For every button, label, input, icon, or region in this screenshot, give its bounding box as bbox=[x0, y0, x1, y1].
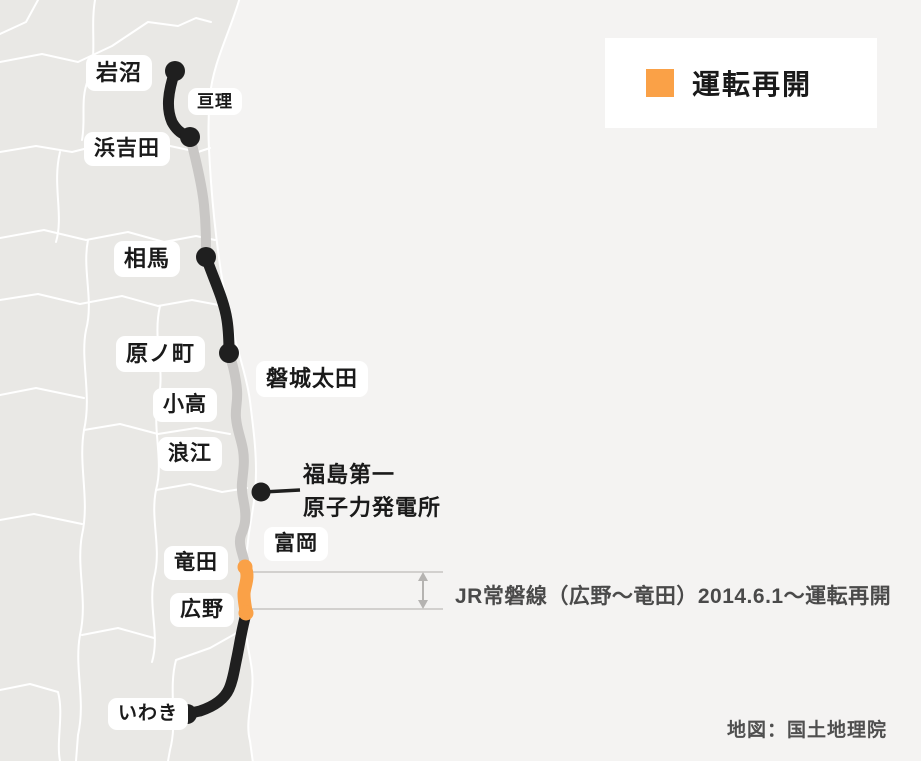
municipal-boundaries bbox=[0, 0, 248, 761]
plant-dot bbox=[251, 482, 271, 502]
station-dot-soma bbox=[196, 247, 216, 267]
measure-lines bbox=[250, 571, 443, 610]
station-label-iwanuma: 岩沼 bbox=[86, 55, 153, 91]
measure-arrow bbox=[418, 572, 428, 609]
station-label-tomioka: 富岡 bbox=[264, 527, 328, 562]
station-dot-hamayoshida bbox=[180, 127, 200, 147]
station-dot-haranomachi bbox=[219, 343, 239, 363]
station-label-namie: 浪江 bbox=[158, 437, 222, 472]
resumed-endpoint-hirono bbox=[238, 605, 254, 621]
rail-suspended-hamayoshida-soma bbox=[185, 132, 211, 262]
rail-resumed bbox=[237, 559, 254, 621]
resumed-section-annotation: JR常磐線（広野～竜田）2014.6.1～運転再開 bbox=[455, 585, 892, 608]
station-label-iwaki-ota: 磐城太田 bbox=[256, 361, 369, 397]
plant-label: 福島第一 原子力発電所 bbox=[303, 458, 441, 524]
legend: 運転再開 bbox=[605, 38, 877, 128]
station-label-hamayoshida: 浜吉田 bbox=[84, 132, 170, 167]
resumed-line-swatch bbox=[646, 69, 674, 97]
map-credit: 地図：国土地理院 bbox=[727, 720, 888, 741]
legend-label: 運転再開 bbox=[692, 69, 813, 100]
station-label-odaka: 小高 bbox=[153, 388, 217, 423]
station-label-iwaki: いわき bbox=[108, 698, 189, 730]
plant-label-line1: 福島第一 bbox=[303, 462, 396, 487]
station-label-tatsuta: 竜田 bbox=[164, 546, 228, 581]
station-label-soma: 相馬 bbox=[114, 241, 181, 277]
plant-marker bbox=[251, 482, 301, 502]
station-dot-iwanuma bbox=[165, 61, 185, 81]
station-label-watari: 亘理 bbox=[188, 88, 242, 116]
station-label-haranomachi: 原ノ町 bbox=[116, 336, 206, 372]
station-label-hirono: 広野 bbox=[170, 593, 234, 628]
rail-suspended bbox=[185, 132, 251, 572]
rail-suspended-haranomachi-tatsuta bbox=[224, 348, 251, 572]
plant-label-line2: 原子力発電所 bbox=[303, 495, 442, 520]
resumed-endpoint-tatsuta bbox=[237, 559, 253, 575]
